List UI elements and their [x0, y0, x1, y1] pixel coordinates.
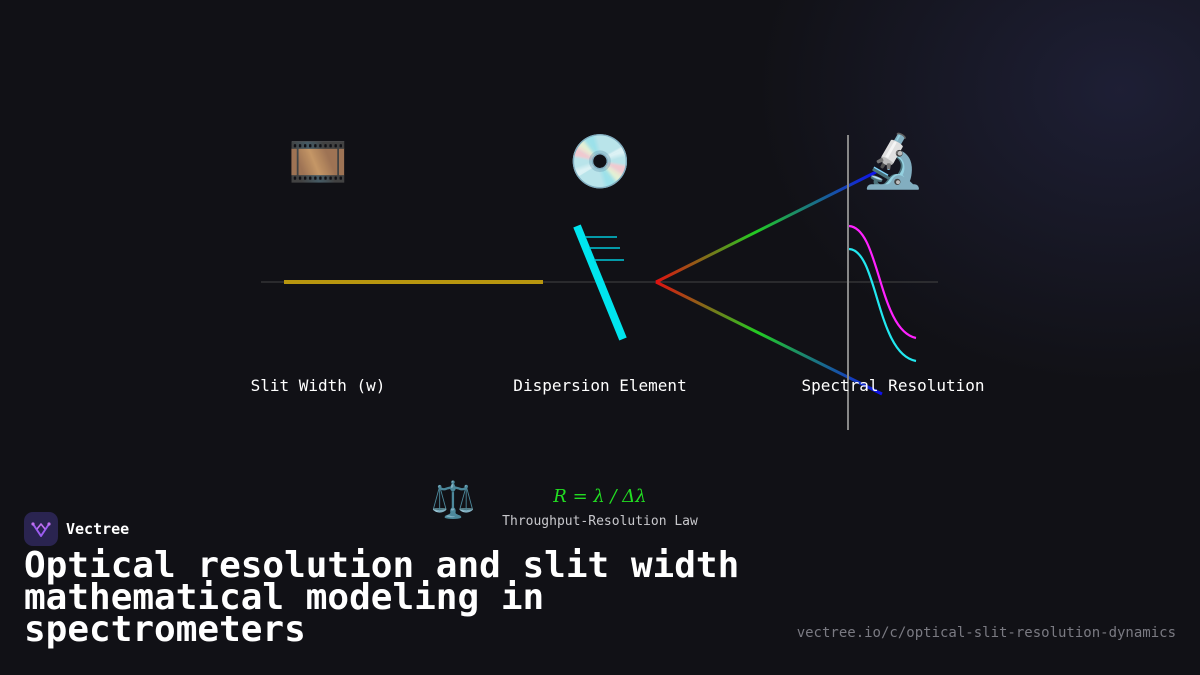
film-strip-icon: 🎞️ [288, 134, 348, 190]
balance-scale-icon: ⚖️ [430, 480, 476, 521]
stage-label-dispersion: Dispersion Element [513, 376, 687, 395]
spectral-peak-magenta [848, 224, 917, 340]
source-url[interactable]: vectree.io/c/optical-slit-resolution-dyn… [796, 625, 1176, 641]
brand-name: Vectree [66, 520, 130, 538]
page-title: Optical resolution and slit width mathem… [24, 545, 740, 650]
vectree-logo-icon [24, 512, 58, 546]
dispersed-ray-lower [655, 280, 883, 396]
optical-disc-icon: 💿 [567, 132, 633, 192]
dispersed-ray-upper [655, 170, 877, 284]
formula-caption: Throughput-Resolution Law [502, 514, 698, 529]
microscope-icon: 🔬 [860, 132, 926, 192]
spectral-peak-cyan [848, 247, 917, 363]
resolution-formula: R = λ / Δλ [553, 486, 647, 507]
brand[interactable]: Vectree [24, 512, 129, 546]
stage-label-resolution: Spectral Resolution [801, 376, 985, 395]
stage-label-slit: Slit Width (w) [250, 376, 386, 395]
grating [573, 224, 627, 341]
